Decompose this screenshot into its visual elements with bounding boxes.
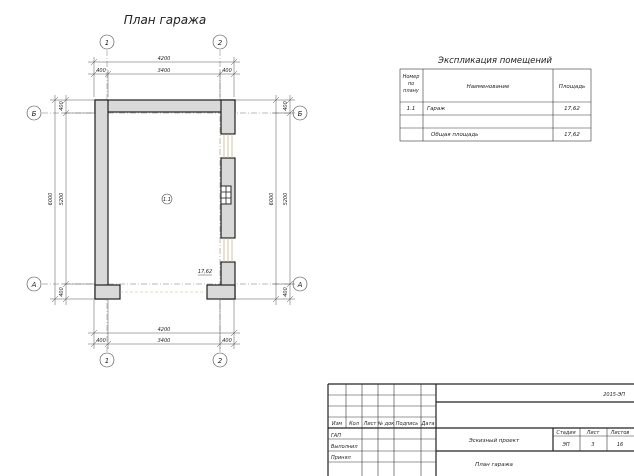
dim-right-bottom: 400 [283,287,289,297]
garage-walls [94,99,236,300]
explication-title: Экспликация помещений [437,56,552,66]
tb-project: Эскизный проект [468,438,520,444]
tb-sheets-value: 16 [617,442,623,448]
room-number-bubble [161,193,173,205]
svg-text:2: 2 [218,39,223,47]
dim-bottom-right: 400 [222,338,232,344]
tb-role-executed: Выполнил [331,444,358,450]
svg-text:1: 1 [105,39,109,47]
axis-bubble-b-right: Б [292,105,308,121]
tb-role-gap: ГАП [331,433,341,439]
room-number: 1.1 [163,197,171,203]
title-block-code: 2015-ЭП [603,392,625,398]
svg-text:А: А [297,281,303,289]
tb-col-sign: Подпись [396,421,419,427]
tb-role-accepted: Принял [331,455,351,461]
tb-col-kol: Кол [349,421,360,427]
explication-row-1-name: Гараж [427,106,445,112]
window-upper [223,134,233,158]
svg-text:Б: Б [298,110,303,118]
explication-header-area: Площадь [559,84,586,90]
tb-sheets-label: Листов [610,430,630,436]
explication-row-1-area: 17,62 [564,106,580,112]
room-area: 17,62 [198,269,212,275]
tb-col-date: Дата [421,421,435,427]
axis-bubble-a-right: А [292,276,308,292]
window-lower [223,238,233,262]
explication-total-label: Общая площадь [431,132,478,138]
tb-col-izm: Изм [332,421,342,427]
dim-top-middle: 3400 [158,68,171,74]
axis-bubble-2-top: 2 [212,34,228,50]
tb-sheet-label: Лист [586,430,601,436]
tb-col-doc: № док [377,421,394,427]
dim-bottom-middle: 3400 [158,338,171,344]
svg-text:Б: Б [32,110,37,118]
dim-top-left: 400 [96,68,106,74]
tb-stage-label: Стадия [556,430,575,436]
dim-right-middle: 5200 [283,193,289,206]
axis-bubble-a-left: А [26,276,42,292]
axis-bubble-2-bottom: 2 [212,352,228,368]
dimensions-bottom: 4200 400 3400 400 [88,300,240,349]
dim-right-total: 6000 [269,193,275,206]
dim-left-middle: 5200 [59,193,65,206]
dim-bottom-left: 400 [96,338,106,344]
svg-text:1: 1 [105,357,109,365]
dim-right-top: 400 [283,101,289,111]
svg-text:2: 2 [218,357,223,365]
dim-left-bottom: 400 [59,287,65,297]
tb-stage-value: ЭП [561,442,569,448]
dim-left-total: 6000 [48,193,54,206]
dimensions-top: 4200 400 3400 400 [88,56,240,97]
axis-bubble-b-left: Б [26,105,42,121]
dim-top-total: 4200 [158,56,171,62]
axis-bubble-1-top: 1 [99,34,115,50]
title-block [327,383,634,476]
tb-sheet-title: План гаража [475,462,513,468]
explication-row-1-number: 1.1 [407,106,416,112]
dimensions-left: 6000 5200 400 400 [48,95,95,305]
dim-bottom-total: 4200 [158,327,171,333]
explication-total-area: 17,62 [564,132,580,138]
axis-bubble-1-bottom: 1 [99,352,115,368]
plan-title: План гаража [124,13,207,27]
radiator-symbol [220,185,232,205]
dim-top-right: 400 [222,68,232,74]
tb-col-list: Лист [363,421,378,427]
explication-table [399,68,592,142]
explication-header-name: Наименование [467,84,510,90]
tb-sheet-value: 3 [591,442,594,448]
svg-text:А: А [31,281,37,289]
dimensions-right: 6000 5200 400 400 [235,95,295,305]
dim-left-top: 400 [59,101,65,111]
